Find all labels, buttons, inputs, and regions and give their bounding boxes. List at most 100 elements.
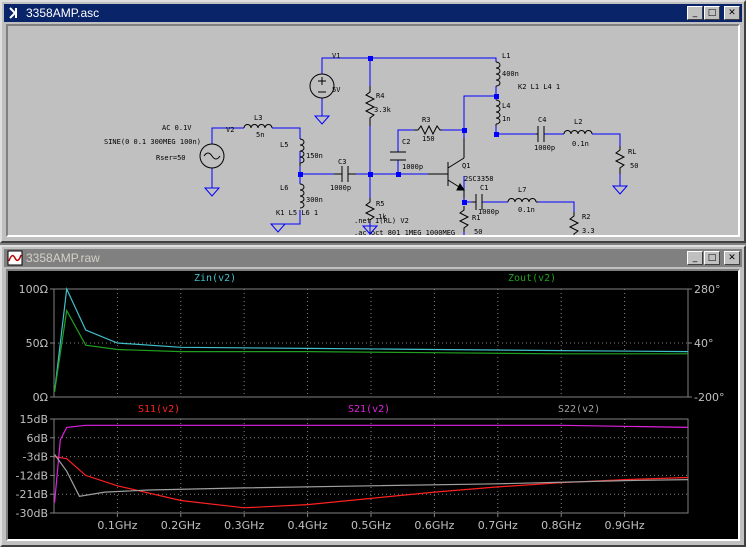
plot-titlebar[interactable]: 3358AMP.raw _ □ ✕ [4, 249, 742, 267]
r5-resistor[interactable] [364, 198, 376, 222]
q1-transistor[interactable] [428, 138, 465, 198]
l4-value: 1n [502, 115, 510, 123]
v2-sine: SINE(0 0.1 300MEG 100n) [104, 138, 201, 146]
l6-name: L6 [280, 184, 288, 192]
r3-name: R3 [422, 116, 430, 124]
c1-name: C1 [480, 184, 488, 192]
r1-value: 50 [474, 228, 482, 236]
l5-name: L5 [280, 141, 288, 149]
top-y2tick-label: 40° [694, 337, 714, 350]
schematic-close-button[interactable]: ✕ [724, 6, 740, 20]
c4-capacitor[interactable] [536, 126, 545, 142]
legend-zout[interactable]: Zout(v2) [508, 273, 556, 284]
q1-name: Q1 [462, 162, 470, 170]
l5-value: 150n [306, 152, 323, 160]
r4-name: R4 [376, 92, 384, 100]
bottom-ytick-label: 15dB [19, 413, 48, 426]
v1-source-symbol[interactable] [309, 73, 335, 99]
q1-value: 2SC3358 [464, 175, 494, 183]
r3-value: 150 [422, 135, 435, 143]
r4-resistor[interactable] [364, 86, 376, 126]
schematic-minimize-button[interactable]: _ [687, 6, 703, 20]
l7-name: L7 [518, 186, 526, 194]
trace-s21-v2[interactable] [54, 424, 689, 503]
xtick-label: 0.1GHz [97, 519, 137, 532]
bottom-ytick-label: -12dB [16, 469, 49, 482]
l6-inductor[interactable] [299, 183, 305, 209]
c2-capacitor[interactable] [390, 151, 406, 161]
c2-value: 1000p [402, 163, 423, 171]
plot-axes: 100Ω50Ω0Ω280°40°-200°15dB6dB-3dB-12dB-21… [16, 283, 725, 532]
l7-inductor[interactable] [507, 198, 538, 203]
v2-name: V2 [226, 126, 234, 134]
ltspice-waveform-icon [7, 250, 23, 266]
ac-directive[interactable]: .ac oct 801 1MEG 1000MEG [354, 229, 455, 237]
xtick-label: 0.4GHz [288, 519, 328, 532]
coupling-k2: K2 L1 L4 1 [518, 83, 560, 91]
c4-value: 1000p [534, 144, 555, 152]
l2-value: 0.1n [572, 140, 589, 148]
plot-minimize-button[interactable]: _ [687, 251, 703, 265]
net-directive[interactable]: .net I(RL) V2 [354, 217, 409, 225]
trace-s11-v2[interactable] [54, 456, 689, 509]
r5-value: 1k [378, 213, 387, 221]
v2-source-symbol[interactable] [199, 143, 225, 169]
top-ytick-label: 0Ω [33, 391, 48, 404]
plot-window: 3358AMP.raw _ □ ✕ Zin(v2) Zout(v2) S11(v… [0, 245, 746, 547]
rl-name: RL [628, 148, 636, 156]
legend-zin[interactable]: Zin(v2) [194, 273, 236, 284]
waveform-viewer[interactable]: Zin(v2) Zout(v2) S11(v2) S21(v2) S22(v2)… [6, 269, 740, 541]
schematic-labels: V1 5V V2 AC 0.1V SINE(0 0.1 300MEG 100n)… [104, 52, 638, 237]
r1-resistor[interactable] [458, 206, 470, 232]
v1-name: V1 [332, 52, 340, 60]
l2-inductor[interactable] [563, 130, 593, 135]
r2-value: 3.3 [582, 227, 595, 235]
l3-inductor[interactable] [243, 124, 273, 129]
legend: Zin(v2) Zout(v2) S11(v2) S21(v2) S22(v2) [138, 273, 600, 415]
l1-value: 400n [502, 70, 519, 78]
plot-maximize-button[interactable]: □ [704, 251, 720, 265]
top-ytick-label: 50Ω [26, 337, 48, 350]
xtick-label: 0.6GHz [414, 519, 454, 532]
c3-name: C3 [338, 158, 346, 166]
xtick-label: 0.7GHz [478, 519, 518, 532]
schematic-canvas[interactable]: V1 5V V2 AC 0.1V SINE(0 0.1 300MEG 100n)… [6, 24, 740, 237]
schematic-maximize-button[interactable]: □ [704, 6, 720, 20]
r2-resistor[interactable] [568, 212, 580, 237]
xtick-label: 0.9GHz [605, 519, 645, 532]
trace-zout-v2[interactable] [54, 308, 688, 392]
plot-close-button[interactable]: ✕ [724, 251, 740, 265]
c4-name: C4 [538, 116, 546, 124]
l7-value: 0.1n [518, 206, 535, 214]
trace-zin-v2[interactable] [54, 286, 689, 392]
xtick-label: 0.5GHz [351, 519, 391, 532]
r3-resistor[interactable] [414, 124, 442, 136]
legend-s11[interactable]: S11(v2) [138, 404, 180, 415]
l2-name: L2 [574, 118, 582, 126]
l3-value: 5n [256, 131, 264, 139]
schematic-components [199, 61, 626, 237]
c2-name: C2 [402, 138, 410, 146]
r4-value: 3.3k [374, 106, 392, 114]
bottom-ytick-label: -21dB [16, 488, 49, 501]
l4-inductor[interactable] [495, 99, 501, 126]
schematic-titlebar[interactable]: 3358AMP.asc _ □ ✕ [4, 4, 742, 22]
rl-value: 50 [630, 162, 638, 170]
xtick-label: 0.3GHz [224, 519, 264, 532]
c3-capacitor[interactable] [334, 166, 356, 182]
v1-value: 5V [332, 86, 341, 94]
l5-inductor[interactable] [299, 138, 305, 166]
bottom-ytick-label: -3dB [23, 451, 49, 464]
plot-traces [54, 286, 689, 509]
schematic-junctions [298, 56, 499, 205]
xtick-label: 0.2GHz [161, 519, 201, 532]
legend-s21[interactable]: S21(v2) [348, 404, 390, 415]
legend-s22[interactable]: S22(v2) [558, 404, 600, 415]
r5-name: R5 [376, 200, 384, 208]
c1-capacitor[interactable] [472, 194, 483, 210]
rl-resistor[interactable] [614, 146, 626, 174]
schematic-grounds [203, 115, 629, 235]
trace-s22-v2[interactable] [54, 454, 689, 497]
l1-inductor[interactable] [495, 61, 501, 87]
c3-value: 1000p [330, 184, 351, 192]
